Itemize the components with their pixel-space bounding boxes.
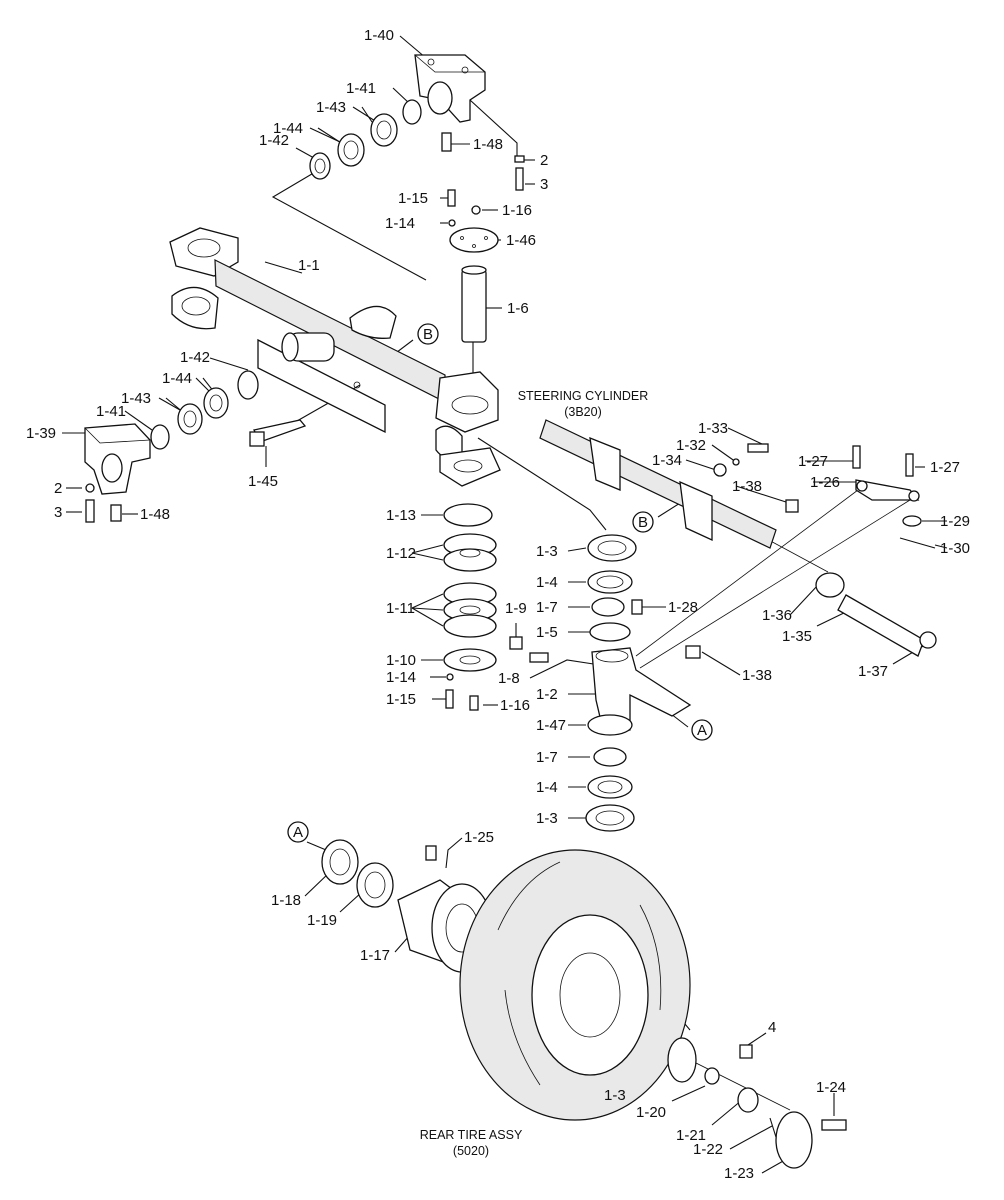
part-label: 2: [540, 152, 548, 169]
part-label: 1-30: [940, 540, 970, 557]
part-label: 1-23: [724, 1165, 754, 1182]
part-label: 1-48: [140, 506, 170, 523]
part-label: 1-43: [121, 390, 151, 407]
part-label: 1-42: [180, 349, 210, 366]
left-bracket-assembly: [84, 370, 307, 523]
part-label: 1-41: [96, 403, 126, 420]
part-label: 1-24: [816, 1079, 846, 1096]
part-label: 1-44: [162, 370, 192, 387]
part-label: 1-47: [536, 717, 566, 734]
part-label: 1-37: [858, 663, 888, 680]
part-label: 1-7: [536, 749, 558, 766]
part-label: 1-8: [498, 670, 520, 687]
part-label: 1-38: [742, 667, 772, 684]
part-label: 1-36: [762, 607, 792, 624]
part-label: 1-33: [698, 420, 728, 437]
part-label: 1-40: [364, 27, 394, 44]
part-label: 1-4: [536, 779, 558, 796]
part-label: 3: [540, 176, 548, 193]
kingpin-and-plate: [447, 189, 499, 343]
callout-a-top: A: [691, 719, 713, 741]
part-label: 1-26: [810, 474, 840, 491]
part-label: 1-29: [940, 513, 970, 530]
part-label: 1-34: [652, 452, 682, 469]
part-label: 1-5: [536, 624, 558, 641]
rear-tire-code: (5020): [453, 1144, 489, 1158]
callout-a-bottom: A: [287, 821, 309, 843]
part-label: 1-1: [298, 257, 320, 274]
part-label: 1-2: [536, 686, 558, 703]
part-label: 1-42: [259, 132, 289, 149]
part-labels: 1-40 1-41 1-43 1-44 1-42 1-48 2 3 1-15 1…: [26, 27, 970, 1182]
svg-text:A: A: [293, 824, 303, 841]
part-label: 1-35: [782, 628, 812, 645]
part-label: 1-27: [798, 453, 828, 470]
part-label: 1-28: [668, 599, 698, 616]
part-label: 1-20: [636, 1104, 666, 1121]
part-label: 4: [768, 1019, 776, 1036]
part-label: 1-44: [273, 120, 303, 137]
part-label: 1-12: [386, 545, 416, 562]
part-label: 1-9: [505, 600, 527, 617]
callout-b-bottom: B: [632, 511, 654, 533]
part-label: 1-16: [500, 697, 530, 714]
part-label: 1-48: [473, 136, 503, 153]
part-label: 1-18: [271, 892, 301, 909]
part-label: 1-3: [604, 1087, 626, 1104]
part-label: 2: [54, 480, 62, 497]
svg-text:B: B: [423, 326, 433, 343]
rear-tire-title: REAR TIRE ASSY: [420, 1128, 523, 1142]
part-label: 1-39: [26, 425, 56, 442]
wheel-hub-assembly: [321, 839, 847, 1169]
part-label: 1-11: [386, 600, 415, 617]
part-label: 1-7: [536, 599, 558, 616]
axle-body: [169, 227, 501, 487]
part-label: 1-14: [385, 215, 415, 232]
part-label: 1-27: [930, 459, 960, 476]
part-label: 1-43: [316, 99, 346, 116]
part-label: 1-16: [502, 202, 532, 219]
part-label: 1-21: [676, 1127, 706, 1144]
svg-text:B: B: [638, 514, 648, 531]
part-label: 1-17: [360, 947, 390, 964]
part-label: 1-13: [386, 507, 416, 524]
steering-cylinder-code: (3B20): [564, 405, 602, 419]
steering-cylinder: [539, 419, 937, 657]
part-label: 1-6: [507, 300, 529, 317]
part-label: 3: [54, 504, 62, 521]
part-label: 1-46: [506, 232, 536, 249]
part-label: 1-25: [464, 829, 494, 846]
steering-cylinder-title: STEERING CYLINDER: [518, 389, 649, 403]
callout-b-top: B: [417, 323, 439, 345]
part-label: 1-19: [307, 912, 337, 929]
svg-text:A: A: [697, 722, 707, 739]
part-label: 1-15: [386, 691, 416, 708]
part-label: 1-22: [693, 1141, 723, 1158]
part-label: 1-15: [398, 190, 428, 207]
part-label: 1-45: [248, 473, 278, 490]
part-label: 1-32: [676, 437, 706, 454]
part-label: 1-3: [536, 810, 558, 827]
part-label: 1-41: [346, 80, 376, 97]
spindle-stack: [509, 534, 701, 832]
part-label: 1-4: [536, 574, 558, 591]
shim-stack: [443, 503, 497, 711]
top-bracket-assembly: [309, 54, 525, 191]
part-label: 1-10: [386, 652, 416, 669]
part-label: 1-38: [732, 478, 762, 495]
part-label: 1-14: [386, 669, 416, 686]
part-label: 1-3: [536, 543, 558, 560]
